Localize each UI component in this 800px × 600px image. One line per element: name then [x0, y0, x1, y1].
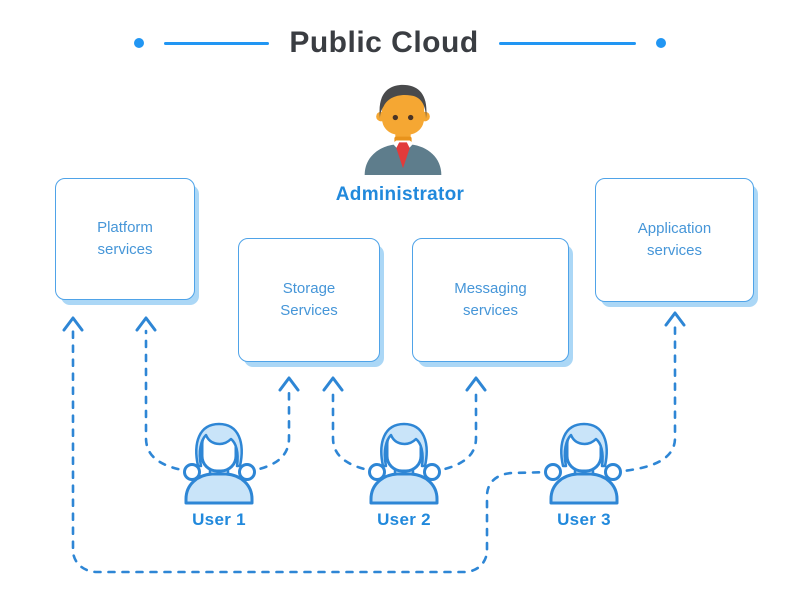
- service-card-messaging: Messaging services: [412, 238, 569, 362]
- connector-user3-application: [611, 325, 677, 474]
- arrowhead-user3-platform-icon: [62, 316, 84, 332]
- user1-person-icon: [184, 422, 254, 505]
- arrowhead-user1-storage-icon: [278, 376, 300, 392]
- user2-person-icon: [369, 422, 439, 505]
- service-card-platform: Platform services: [55, 178, 195, 300]
- title-right-dot-icon: [655, 38, 666, 48]
- user3-person-icon: [549, 422, 619, 505]
- title-left-line: [164, 41, 270, 45]
- service-label-messaging: Messaging services: [454, 280, 527, 319]
- arrowhead-user1-platform-icon: [135, 316, 157, 332]
- arrowhead-user3-application-icon: [664, 311, 686, 327]
- page-title: Public Cloud: [289, 26, 479, 59]
- user3-label: User 3: [557, 510, 611, 529]
- arrowhead-user2-messaging-icon: [465, 376, 487, 392]
- service-label-storage: Storage Services: [280, 280, 338, 319]
- title-row: Public Cloud: [0, 26, 800, 60]
- title-left-dot-icon: [134, 38, 145, 48]
- administrator-person-suit-icon: [364, 84, 442, 175]
- title-right-line: [498, 41, 636, 45]
- arrowhead-user2-storage-icon: [322, 376, 344, 392]
- service-card-application: Application services: [595, 178, 754, 302]
- administrator-label: Administrator: [335, 184, 465, 205]
- user1-label: User 1: [192, 510, 246, 529]
- user2-label: User 2: [377, 510, 431, 529]
- service-label-application: Application services: [637, 220, 712, 259]
- service-label-platform: Platform services: [97, 219, 153, 258]
- connector-user3-platform: [71, 329, 555, 574]
- service-card-storage: Storage Services: [238, 238, 380, 362]
